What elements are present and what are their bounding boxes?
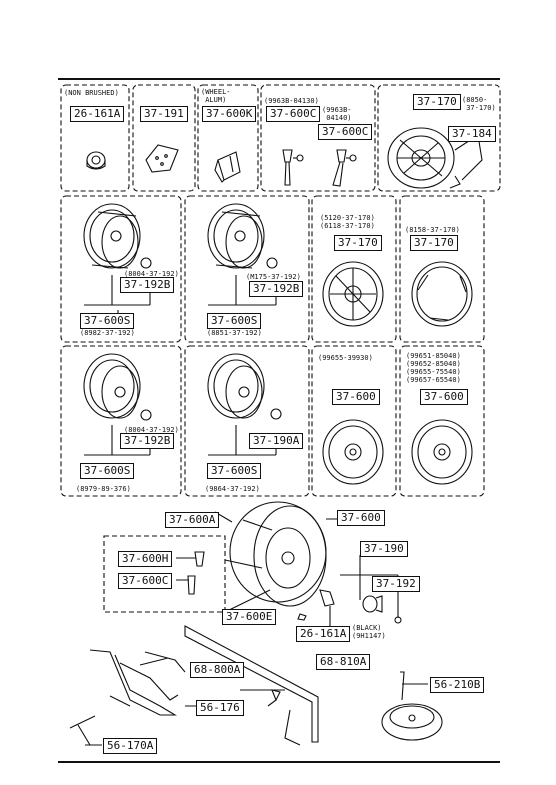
part-37-192[interactable]: 37-192 <box>372 576 420 592</box>
part-37-170-top[interactable]: 37-170 <box>413 94 461 110</box>
note-8050: (8050- 37-170) <box>462 96 496 112</box>
steel-wheel-row2-left-drawing <box>83 203 152 315</box>
weight-37-600K-drawing <box>214 151 241 183</box>
note-M175: (M175-37-192) <box>246 273 301 281</box>
part-37-170-r2a[interactable]: 37-170 <box>334 235 382 251</box>
jack-drawing <box>89 649 196 716</box>
part-37-192B-1[interactable]: 37-192B <box>120 277 175 293</box>
part-37-600S-3[interactable]: 37-600S <box>80 463 135 479</box>
steel-wheel-row2-mid-drawing <box>207 203 278 306</box>
part-37-600C-b[interactable]: 37-600C <box>318 124 373 140</box>
part-37-600C-a[interactable]: 37-600C <box>266 106 321 122</box>
part-37-600H[interactable]: 37-600H <box>118 551 173 567</box>
part-56-170A[interactable]: 56-170A <box>103 738 158 754</box>
note-9963B: (9963B-04130) <box>264 97 319 105</box>
part-37-600-r3a[interactable]: 37-600 <box>332 389 380 405</box>
part-56-210B[interactable]: 56-210B <box>430 677 485 693</box>
part-68-810A[interactable]: 68-810A <box>316 654 371 670</box>
part-37-600-r3b[interactable]: 37-600 <box>420 389 468 405</box>
note-8979: (8979-89-376) <box>76 485 131 493</box>
part-37-600K[interactable]: 37-600K <box>202 106 257 122</box>
alloy-wheel-row3-b-drawing <box>411 419 473 485</box>
part-37-190A[interactable]: 37-190A <box>249 433 304 449</box>
part-37-600C-low[interactable]: 37-600C <box>118 573 173 589</box>
note-9963B-b: (9963B- 04140) <box>322 106 352 122</box>
note-5120: (5120-37-170) (6118-37-170) <box>320 214 375 230</box>
note-wheel-alum: (WHEEL- ALUM) <box>201 88 231 104</box>
note-8004-1: (8004-37-192) <box>124 270 179 278</box>
weight-37-600E-drawing <box>297 613 307 621</box>
cap-26-161A-drawing <box>86 151 106 170</box>
part-68-800A[interactable]: 68-800A <box>190 662 245 678</box>
row1-frames <box>60 84 501 613</box>
alloy-wheel-row3-a-drawing <box>322 419 384 485</box>
note-99655: (99655-39930) <box>318 354 373 362</box>
part-37-600-main[interactable]: 37-600 <box>337 510 385 526</box>
note-8982: (8982-37-192) <box>80 329 135 337</box>
cap-26-161A-lower-drawing <box>319 589 335 626</box>
part-37-190[interactable]: 37-190 <box>360 541 408 557</box>
jack-handle-drawing <box>184 625 319 746</box>
part-26-161A-top[interactable]: 26-161A <box>70 106 125 122</box>
ornament-37-191-drawing <box>145 144 179 173</box>
part-56-176[interactable]: 56-176 <box>196 700 244 716</box>
part-26-161A-lower[interactable]: 26-161A <box>296 626 351 642</box>
note-99651: (99651-85040) (99652-85040) (99655-75540… <box>406 352 461 384</box>
part-37-192B-2[interactable]: 37-192B <box>249 281 304 297</box>
note-black: (BLACK) (9H1147) <box>352 624 386 640</box>
valves-37-600C-drawing <box>282 149 357 187</box>
part-37-600S-2[interactable]: 37-600S <box>207 313 262 329</box>
valve-parts-lower-drawing <box>176 551 205 595</box>
note-8158: (8158-37-170) <box>405 226 460 234</box>
wheel-cover-37-170-top-drawing <box>387 127 483 189</box>
part-37-192B-3[interactable]: 37-192B <box>120 433 175 449</box>
note-8004-2: (8004-37-192) <box>124 426 179 434</box>
tire-assembly-drawing <box>214 501 356 613</box>
wheel-cover-row2-a-drawing <box>322 261 384 327</box>
note-9864: (9864-37-192) <box>205 485 260 493</box>
bracket-56-176-drawing <box>267 689 281 707</box>
alloy-wheel-row3-mid-drawing <box>207 353 282 456</box>
trim-ring-row2-b-drawing <box>411 261 473 327</box>
part-37-170-r2b[interactable]: 37-170 <box>410 235 458 251</box>
part-37-600S-4[interactable]: 37-600S <box>207 463 262 479</box>
part-37-184[interactable]: 37-184 <box>448 126 496 142</box>
part-37-191[interactable]: 37-191 <box>140 106 188 122</box>
alloy-wheel-row3-left-drawing <box>83 353 152 456</box>
part-37-600A[interactable]: 37-600A <box>165 512 220 528</box>
spare-tire-56-210B-drawing <box>381 671 443 741</box>
note-8851: (8851-37-192) <box>207 329 262 337</box>
part-37-600E[interactable]: 37-600E <box>222 609 277 625</box>
note-non-brushed: (NON BRUSHED) <box>64 89 119 97</box>
part-37-600S-1[interactable]: 37-600S <box>80 313 135 329</box>
lug-wrench-56-170A-drawing <box>69 715 102 746</box>
